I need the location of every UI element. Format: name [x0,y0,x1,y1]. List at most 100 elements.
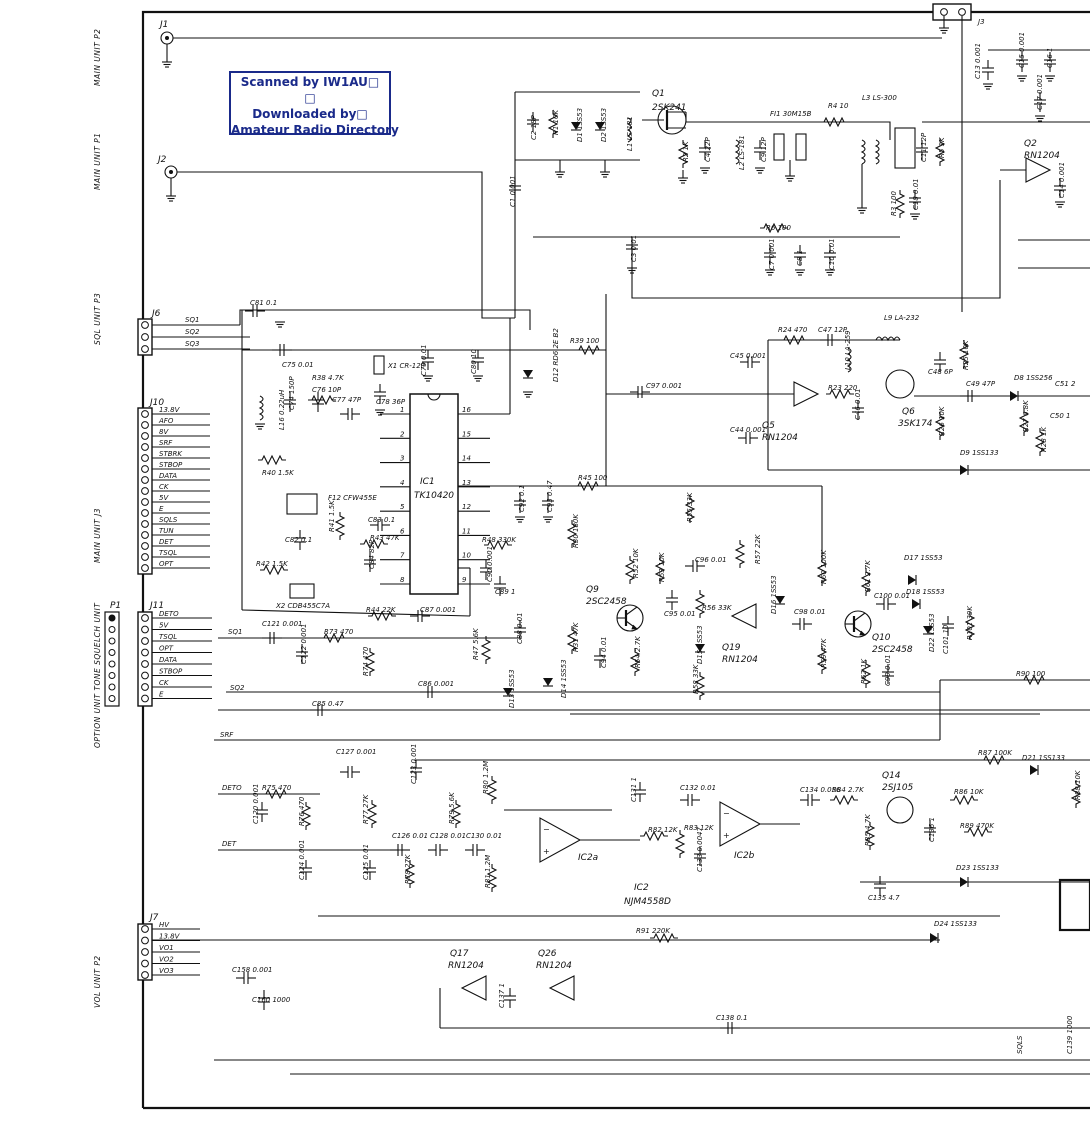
svg-text:R25 10K: R25 10K [962,339,970,370]
svg-text:R55 33K: R55 33K [686,491,694,522]
svg-text:R86 10K: R86 10K [954,788,985,796]
svg-text:R48 330K: R48 330K [482,536,517,544]
svg-text:C87 0.001: C87 0.001 [420,606,456,614]
svg-text:2SC2458: 2SC2458 [586,597,627,607]
svg-text:R77 27K: R77 27K [362,793,370,824]
svg-text:J10: J10 [148,398,164,408]
j7-pin-ring [141,971,149,979]
svg-text:C17 0.001: C17 0.001 [1036,74,1044,110]
svg-text:R53 10K: R53 10K [658,551,666,582]
svg-text:NJM4558D: NJM4558D [624,897,671,907]
svg-text:D16 1SS53: D16 1SS53 [770,575,778,614]
svg-text:R84 2.7K: R84 2.7K [832,786,865,794]
j7-pin-label: 13.8V [159,933,181,941]
j10-pin-ring [141,553,149,561]
j11-pin-ring [141,671,149,680]
svg-text:FI1 30M15B: FI1 30M15B [770,110,812,118]
svg-text:R23 220: R23 220 [828,384,858,392]
svg-text:SQ1: SQ1 [228,628,242,636]
ic1-pin-number: 10 [462,552,471,560]
svg-text:SQ3: SQ3 [185,340,199,348]
svg-text:X2 CDB455C7A: X2 CDB455C7A [275,602,330,610]
j7-pin: HV [141,921,200,933]
j7-pin-label: VO1 [159,944,174,952]
stamp-line-1: Scanned by IW1AU□ [240,75,380,89]
svg-text:C7 0.001: C7 0.001 [768,238,776,270]
j10-pin-label: 8V [159,428,169,436]
svg-text:C137 1: C137 1 [498,983,506,1008]
ic1-pin-number: 15 [462,430,471,438]
svg-text:C139 1000: C139 1000 [1066,1015,1074,1054]
svg-text:R76 470: R76 470 [298,796,306,826]
ic1-pin-number: 13 [462,479,471,487]
svg-text:RN1204: RN1204 [536,961,572,971]
j11-pin-label: E [159,691,164,699]
j7-pin-label: VO3 [159,967,174,975]
svg-text:L10 LA-259: L10 LA-259 [844,330,852,370]
svg-text:3SK174: 3SK174 [898,419,933,429]
svg-text:J2: J2 [156,155,167,165]
svg-text:R85 4.7K: R85 4.7K [864,813,872,846]
svg-text:IC2b: IC2b [734,851,755,861]
svg-text:2SC2458: 2SC2458 [872,645,913,655]
j7-pin-label: HV [159,921,170,929]
svg-text:2SJ105: 2SJ105 [882,783,914,793]
svg-text:R74 470: R74 470 [362,646,370,676]
j11-pin-ring [141,694,149,703]
svg-text:Q26: Q26 [538,949,557,959]
svg-text:C85 0.47: C85 0.47 [312,700,344,708]
p1-pin-ring [108,637,116,645]
svg-text:C130 0.01: C130 0.01 [466,832,502,840]
squelch-amp-section: R45 100 C92 0.1 C93 0.47 R48 330K C90 0.… [458,474,1040,715]
svg-text:R47 5.6K: R47 5.6K [472,627,480,660]
j10-pin: TUN [141,527,210,539]
svg-text:SQLS: SQLS [1016,1035,1024,1054]
svg-text:R31 47K: R31 47K [572,621,580,652]
svg-text:C82 0.1: C82 0.1 [285,536,312,544]
label-vol-unit-p2: VOL UNIT P2 [93,955,102,1008]
j10-pin-ring [141,432,149,440]
svg-text:R52 10K: R52 10K [632,547,640,578]
ic1-body [409,393,459,595]
q1-label: Q1 [652,89,665,99]
vol-section: R91 220K Q17 RN1204 Q26 RN1204 C137 1 C1… [152,915,1090,1075]
svg-text:R38 4.7K: R38 4.7K [312,374,345,382]
svg-text:R4 10: R4 10 [828,102,849,110]
j11-pin: 5V [141,622,212,634]
label-main-unit-p2: MAIN UNIT P2 [93,29,102,86]
svg-text:R2 1K: R2 1K [682,140,690,162]
ic1-pin-number: 6 [400,527,405,535]
j10-pin-label: 5V [159,494,169,502]
ic1-pin-number: 14 [462,455,471,463]
p1-pin-ring [108,695,116,702]
ic1-part: TK10420 [414,491,454,501]
svg-text:J3: J3 [976,18,985,26]
j11-pin-label: STBOP [159,668,183,676]
svg-text:R39 100: R39 100 [570,337,600,345]
j7-pin-ring [141,948,149,956]
j10-connector: J10 13.8VAFO8VSRFSTBRKSTBOPDATACK5VESQLS… [137,398,210,575]
svg-text:C76 10P: C76 10P [312,386,342,394]
svg-text:D13 1SS53: D13 1SS53 [508,669,516,708]
ic1-pin-number: 11 [462,527,471,535]
svg-text:SRF: SRF [220,731,234,739]
svg-text:Q10: Q10 [872,633,891,643]
j7-pin-ring [141,925,149,933]
svg-text:C77 47P: C77 47P [332,396,362,404]
label-sql-unit-p3: SQL UNIT P3 [93,293,102,345]
j7-pin: VO2 [141,956,200,968]
svg-text:C96 0.01: C96 0.01 [695,556,727,564]
svg-text:R62 1K: R62 1K [860,658,868,684]
j10-pin: 5V [141,494,210,506]
j10-pin: STBRK [141,450,210,462]
p1-pin-ring [108,649,116,656]
j10-pin: SQLS [141,516,210,528]
svg-text:C3 0.01: C3 0.01 [630,235,638,262]
svg-text:R88 10K: R88 10K [1074,769,1082,800]
svg-text:C123 0.001: C123 0.001 [410,743,418,784]
j10-pin-ring [141,410,149,418]
j11-pin: DATA [141,656,212,668]
label-main-unit-p1: MAIN UNIT P1 [93,133,102,190]
svg-text:D21 1SS133: D21 1SS133 [1022,754,1065,762]
